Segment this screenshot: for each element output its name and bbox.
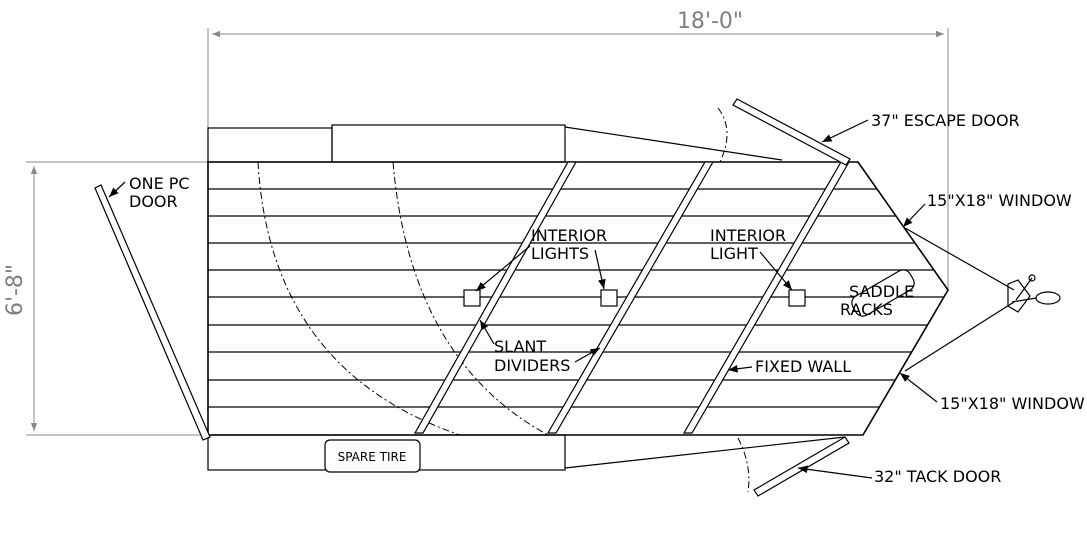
height-dimension: 6'-8" bbox=[3, 161, 208, 436]
one-pc-door-label-line2: DOOR bbox=[129, 192, 178, 211]
one-pc-door-label: ONE PC DOOR bbox=[129, 174, 195, 211]
escape-door-label: 37" ESCAPE DOOR bbox=[871, 111, 1020, 130]
one-pc-door-label-line1: ONE PC bbox=[129, 174, 190, 193]
slant-dividers bbox=[413, 161, 715, 434]
door-swing-arcs bbox=[257, 107, 750, 493]
interior-lights-label-line1: INTERIOR bbox=[531, 226, 607, 245]
hitch-tongue bbox=[904, 227, 1061, 372]
interior-light-label: INTERIOR LIGHT bbox=[710, 226, 791, 263]
fixed-wall-label: FIXED WALL bbox=[755, 357, 851, 376]
slant-dividers-label-line2: DIVIDERS bbox=[494, 356, 570, 375]
trailer-body-outline bbox=[207, 161, 949, 436]
height-dimension-text: 6'-8" bbox=[3, 264, 28, 316]
saddle-racks-label: SADDLE RACKS bbox=[840, 282, 919, 319]
spare-tire bbox=[324, 439, 421, 473]
tack-door-label: 32" TACK DOOR bbox=[874, 467, 1001, 486]
escape-door bbox=[732, 98, 851, 166]
interior-light-2 bbox=[600, 289, 618, 307]
lower-compartment bbox=[207, 434, 846, 471]
interior-light-3 bbox=[788, 289, 806, 307]
length-dimension: 18'-0" bbox=[207, 9, 949, 290]
upper-compartment bbox=[207, 124, 783, 163]
window-upper-label: 15"X18" WINDOW bbox=[927, 191, 1072, 210]
length-dimension-text: 18'-0" bbox=[677, 9, 743, 34]
leader-lines bbox=[108, 119, 938, 479]
slant-dividers-label: SLANT DIVIDERS bbox=[494, 337, 570, 375]
saddle-racks-label-line2: RACKS bbox=[840, 300, 893, 319]
saddle-rack bbox=[851, 269, 915, 317]
interior-light-label-line1: INTERIOR bbox=[710, 226, 786, 245]
interior-light-1 bbox=[463, 289, 481, 307]
interior-lights-label-line2: LIGHTS bbox=[531, 244, 589, 263]
interior-lights-label: INTERIOR LIGHTS bbox=[531, 226, 612, 263]
window-lower-label: 15"X18" WINDOW bbox=[940, 394, 1085, 413]
interior-light-label-line2: LIGHT bbox=[710, 244, 758, 263]
saddle-racks-label-line1: SADDLE bbox=[849, 282, 914, 301]
slant-dividers-label-line1: SLANT bbox=[494, 337, 546, 356]
spare-tire-label: SPARE TIRE bbox=[338, 450, 407, 464]
one-pc-door bbox=[94, 184, 211, 441]
